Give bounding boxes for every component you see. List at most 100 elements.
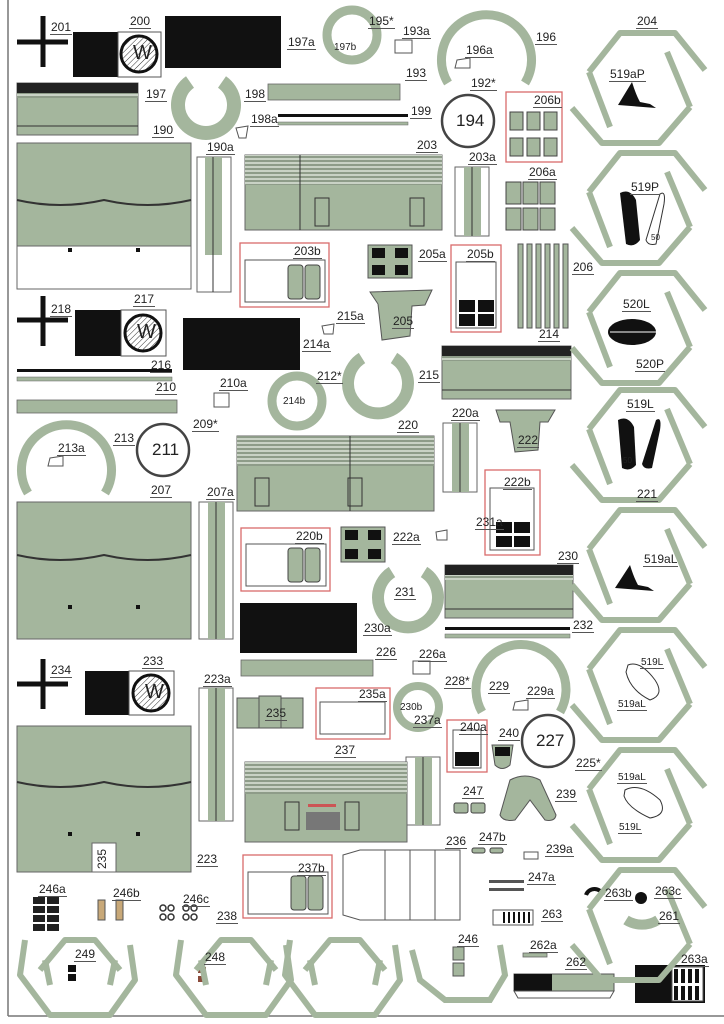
label-223a: 223a bbox=[203, 672, 232, 687]
label-220a: 220a bbox=[451, 406, 480, 421]
tab-215a bbox=[321, 323, 335, 335]
label-192: 192* bbox=[470, 76, 497, 91]
label-210a: 210a bbox=[219, 376, 248, 391]
label-233: 233 bbox=[142, 654, 165, 669]
label-200: 200 bbox=[129, 14, 152, 29]
cover-205a bbox=[367, 244, 413, 279]
label-235-box: 235 bbox=[95, 848, 109, 869]
label-217: 217 bbox=[133, 292, 156, 307]
wall-220 bbox=[236, 435, 435, 512]
label-220: 220 bbox=[397, 418, 420, 433]
decal-519aP bbox=[618, 82, 656, 108]
marking-w-233: W bbox=[145, 681, 164, 703]
arc-229 bbox=[471, 640, 571, 715]
disc-227 bbox=[520, 713, 576, 769]
plate-217 bbox=[75, 309, 167, 357]
tab-193a bbox=[394, 39, 413, 54]
label-519aL-1: 519aL bbox=[643, 552, 679, 567]
frame-205b bbox=[450, 244, 502, 333]
label-226a: 226a bbox=[418, 647, 447, 662]
label-240: 240 bbox=[498, 726, 521, 741]
label-214b: 214b bbox=[283, 396, 306, 407]
arc-196 bbox=[437, 10, 536, 86]
label-216: 216 bbox=[150, 358, 173, 373]
marking-50-b: 50 bbox=[623, 456, 632, 465]
label-237a: 237a bbox=[413, 713, 442, 728]
label-240a: 240a bbox=[459, 720, 488, 735]
doors-206b bbox=[509, 111, 558, 157]
label-190: 190 bbox=[152, 123, 175, 138]
strip-216 bbox=[16, 369, 173, 382]
part-246a bbox=[33, 897, 59, 931]
tab-198a bbox=[235, 125, 249, 139]
frame-246-arc bbox=[409, 944, 509, 1003]
label-194: 194 bbox=[456, 111, 485, 130]
label-249: 249 bbox=[74, 947, 97, 962]
plate-200 bbox=[73, 31, 162, 78]
disc-194 bbox=[440, 93, 496, 149]
tab-231a bbox=[435, 529, 448, 541]
bars-206 bbox=[517, 243, 569, 329]
label-210: 210 bbox=[155, 380, 178, 395]
label-221: 221 bbox=[636, 487, 659, 502]
label-214: 214 bbox=[538, 327, 561, 342]
strip-203a bbox=[454, 166, 490, 237]
hex-frame-4 bbox=[569, 387, 708, 503]
part-246 bbox=[452, 946, 465, 977]
tab-239a bbox=[523, 851, 539, 860]
label-238: 238 bbox=[216, 909, 239, 924]
label-190a: 190a bbox=[206, 140, 235, 155]
frame-237b bbox=[242, 854, 333, 919]
label-229a: 229a bbox=[526, 684, 555, 699]
part-239 bbox=[499, 775, 557, 821]
wall-237 bbox=[244, 761, 408, 843]
label-226: 226 bbox=[375, 645, 398, 660]
label-519P: 519P bbox=[630, 180, 661, 195]
label-206a: 206a bbox=[528, 165, 557, 180]
label-199: 199 bbox=[410, 104, 433, 119]
label-519L-2: 519L bbox=[640, 657, 665, 669]
label-206: 206 bbox=[572, 260, 595, 275]
marking-w-200: W bbox=[133, 42, 152, 64]
decal-519L-outline-2 bbox=[623, 787, 663, 819]
label-519aL-2: 519aL bbox=[617, 699, 647, 711]
strip-232 bbox=[444, 627, 571, 639]
plate-233 bbox=[85, 670, 175, 716]
label-206b: 206b bbox=[533, 93, 562, 108]
label-209: 209* bbox=[192, 417, 219, 432]
tab-226a bbox=[412, 660, 431, 675]
label-237b: 237b bbox=[297, 861, 326, 876]
label-263: 263 bbox=[541, 907, 564, 922]
panel-236 bbox=[342, 849, 461, 921]
strip-193 bbox=[267, 83, 401, 101]
label-222a: 222a bbox=[392, 530, 421, 545]
label-204: 204 bbox=[636, 14, 659, 29]
label-519aP: 519aP bbox=[609, 67, 646, 82]
ring-228 bbox=[393, 682, 443, 732]
label-263a: 263a bbox=[680, 952, 709, 967]
part-247b bbox=[471, 847, 504, 854]
arc-261 bbox=[623, 915, 661, 930]
strip-220a bbox=[442, 422, 478, 493]
decal-519L-right bbox=[642, 419, 661, 469]
label-213: 213 bbox=[113, 431, 136, 446]
arc-231 bbox=[372, 566, 444, 634]
label-207a: 207a bbox=[206, 485, 235, 500]
strip-207a bbox=[198, 501, 234, 640]
frame-235a bbox=[315, 687, 391, 740]
label-222: 222 bbox=[517, 433, 540, 448]
hex-frame-1 bbox=[569, 30, 708, 146]
strip-262a bbox=[522, 952, 548, 958]
tab-213a bbox=[47, 455, 64, 467]
label-198a: 198a bbox=[250, 112, 279, 127]
label-205: 205 bbox=[392, 314, 415, 329]
cross-insignia-218 bbox=[17, 296, 68, 346]
label-236: 236 bbox=[445, 834, 468, 849]
label-218: 218 bbox=[50, 302, 73, 317]
panel-197 bbox=[16, 82, 139, 136]
label-261: 261 bbox=[658, 909, 681, 924]
cross-insignia-201 bbox=[17, 16, 68, 67]
bottom-frame-1 bbox=[17, 937, 138, 1018]
label-197a: 197a bbox=[287, 35, 316, 50]
frame-240a bbox=[446, 719, 488, 773]
